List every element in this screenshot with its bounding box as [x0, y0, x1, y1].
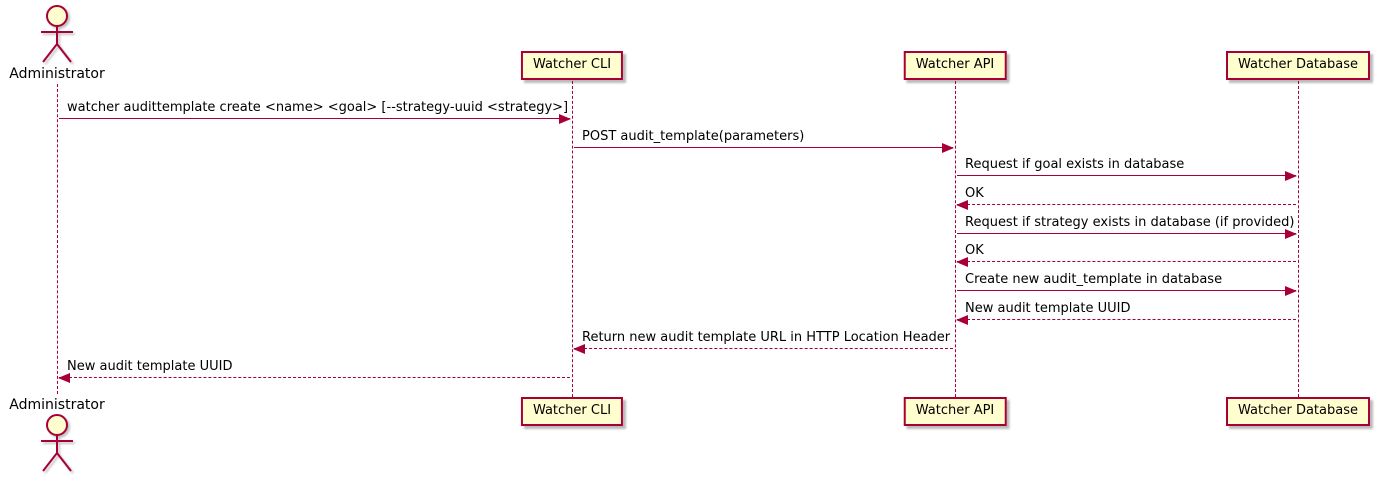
lifeline-watcher-cli	[572, 81, 573, 397]
message-label: New audit template UUID	[67, 359, 233, 374]
message-line	[957, 175, 1296, 176]
arrowhead-icon	[956, 199, 968, 210]
message-line	[957, 233, 1296, 234]
participant-watcher-api-top: Watcher API	[903, 51, 1007, 80]
participant-watcher-cli-top: Watcher CLI	[520, 51, 624, 80]
message-line	[957, 290, 1296, 291]
message-line	[957, 204, 1296, 205]
lifeline-watcher-api	[955, 81, 956, 397]
arrowhead-icon	[1285, 228, 1297, 239]
message-label: Create new audit_template in database	[965, 272, 1223, 287]
message-line	[574, 147, 953, 148]
message-label: Request if strategy exists in database (…	[965, 215, 1295, 230]
administrator-actor-icon	[41, 414, 73, 472]
message-label: New audit template UUID	[965, 301, 1131, 316]
message-label: Request if goal exists in database	[965, 157, 1185, 172]
lifeline-administrator	[57, 84, 58, 394]
arrowhead-icon	[58, 372, 70, 383]
arrowhead-icon	[573, 343, 585, 354]
message-line	[574, 348, 953, 349]
arrowhead-icon	[942, 142, 954, 153]
participant-watcher-database-bottom: Watcher Database	[1226, 397, 1370, 426]
message-label: POST audit_template(parameters)	[582, 129, 805, 144]
message-label: OK	[965, 186, 984, 201]
message-line	[59, 377, 570, 378]
message-line	[59, 118, 570, 119]
administrator-actor-icon	[41, 5, 73, 63]
message-label: OK	[965, 243, 984, 258]
actor-label-bottom: Administrator	[9, 397, 105, 413]
message-line	[957, 319, 1296, 320]
message-label: Return new audit template URL in HTTP Lo…	[582, 330, 951, 345]
arrowhead-icon	[559, 113, 571, 124]
message-line	[957, 261, 1296, 262]
lifeline-watcher-database	[1298, 81, 1299, 397]
actor-label-top: Administrator	[9, 66, 105, 82]
participant-watcher-cli-bottom: Watcher CLI	[520, 397, 624, 426]
message-label: watcher audittemplate create <name> <goa…	[67, 100, 569, 115]
arrowhead-icon	[956, 314, 968, 325]
participant-watcher-api-bottom: Watcher API	[903, 397, 1007, 426]
arrowhead-icon	[1285, 170, 1297, 181]
arrowhead-icon	[956, 256, 968, 267]
participant-watcher-database-top: Watcher Database	[1226, 51, 1370, 80]
arrowhead-icon	[1285, 285, 1297, 296]
